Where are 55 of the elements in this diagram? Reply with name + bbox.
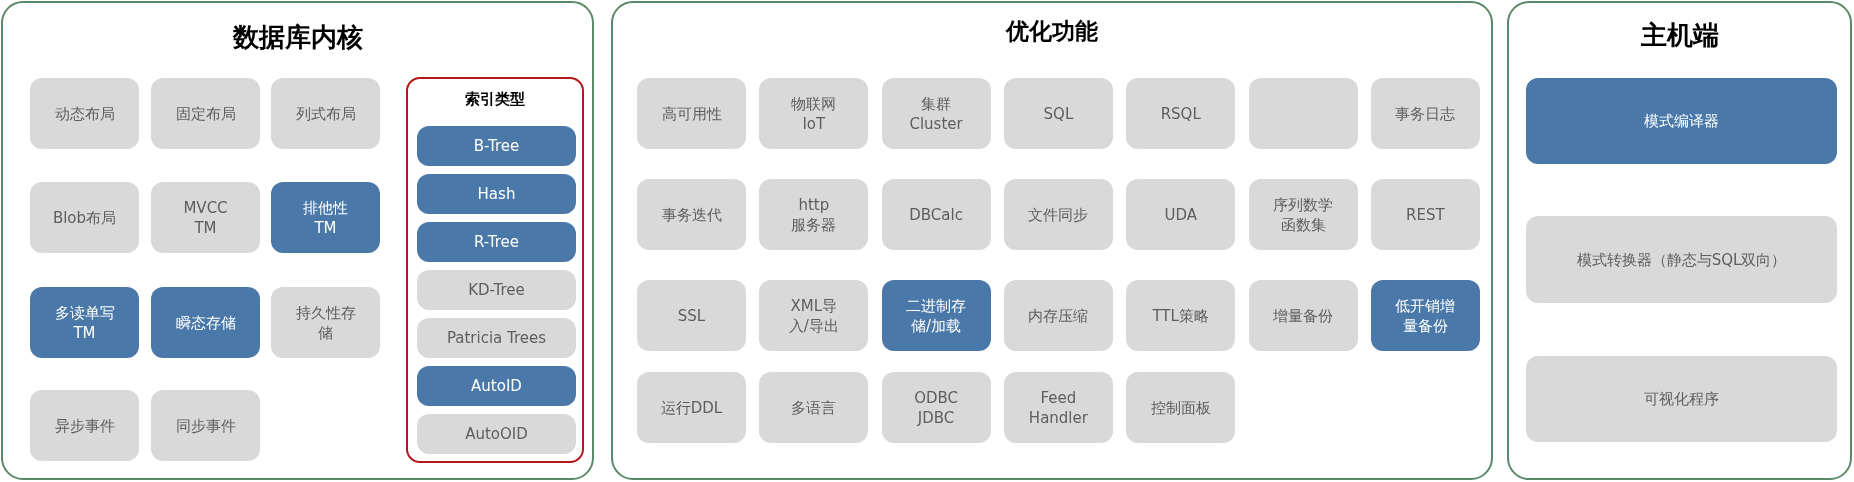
- feature-box: Patricia Trees: [417, 318, 576, 358]
- feature-box: B-Tree: [417, 126, 576, 166]
- group-panel: [611, 1, 1493, 480]
- feature-box: 内存压缩: [1003, 280, 1113, 351]
- feature-box: 二进制存储/加载: [881, 280, 991, 351]
- feature-box: 固定布局: [151, 78, 260, 149]
- panel-title: 主机端: [1640, 20, 1719, 50]
- empty-box: [1248, 78, 1358, 149]
- feature-box: UDA: [1126, 179, 1236, 250]
- feature-box: SQL: [1003, 78, 1113, 149]
- feature-box: 增量备份: [1248, 280, 1358, 351]
- feature-box: 可视化程序: [1526, 356, 1837, 442]
- feature-box: Feed Handler: [1003, 372, 1113, 443]
- feature-box: Hash: [417, 174, 576, 214]
- feature-box: 序列数学函数集: [1248, 179, 1358, 250]
- feature-box: 多读单写 TM: [30, 287, 139, 358]
- group-box: [406, 77, 584, 463]
- feature-box: 文件同步: [1003, 179, 1113, 250]
- feature-box: R-Tree: [417, 222, 576, 262]
- feature-box: 低开销增量备份: [1370, 280, 1480, 351]
- feature-box: 模式编译器: [1526, 78, 1837, 164]
- feature-box: 事务日志: [1370, 78, 1480, 149]
- feature-box: AutoID: [417, 366, 576, 406]
- feature-box: 列式布局: [271, 78, 380, 149]
- panel-title: 数据库内核: [232, 22, 363, 52]
- feature-box: 集群 Cluster: [881, 78, 991, 149]
- feature-box: ODBC JDBC: [881, 372, 991, 443]
- group-panel: [1507, 1, 1852, 480]
- feature-box: RSQL: [1126, 78, 1236, 149]
- feature-box: KD-Tree: [417, 270, 576, 310]
- feature-box: 排他性 TM: [271, 182, 380, 253]
- feature-box: AutoOID: [417, 414, 576, 454]
- feature-box: MVCC TM: [151, 182, 260, 253]
- feature-box: REST: [1370, 179, 1480, 250]
- feature-box: DBCalc: [881, 179, 991, 250]
- feature-box: 物联网 IoT: [759, 78, 869, 149]
- feature-box: SSL: [637, 280, 746, 351]
- feature-box: 异步事件: [30, 390, 139, 461]
- feature-box: 同步事件: [151, 390, 260, 461]
- feature-box: 多语言: [759, 372, 869, 443]
- group-heading: 索引类型: [465, 90, 525, 108]
- feature-box: 瞬态存储: [151, 287, 260, 358]
- feature-box: XML导入/导出: [759, 280, 869, 351]
- feature-box: 事务迭代: [637, 179, 746, 250]
- feature-box: 运行DDL: [637, 372, 746, 443]
- feature-box: 动态布局: [30, 78, 139, 149]
- feature-box: http 服务器: [759, 179, 869, 250]
- group-panel: [1, 1, 594, 480]
- feature-box: 控制面板: [1126, 372, 1236, 443]
- feature-box: 持久性存储: [271, 287, 380, 358]
- feature-box: 高可用性: [637, 78, 746, 149]
- feature-box: Blob布局: [30, 182, 139, 253]
- feature-box: 模式转换器（静态与SQL双向）: [1526, 216, 1837, 303]
- panel-title: 优化功能: [1006, 18, 1098, 44]
- feature-box: TTL策略: [1126, 280, 1236, 351]
